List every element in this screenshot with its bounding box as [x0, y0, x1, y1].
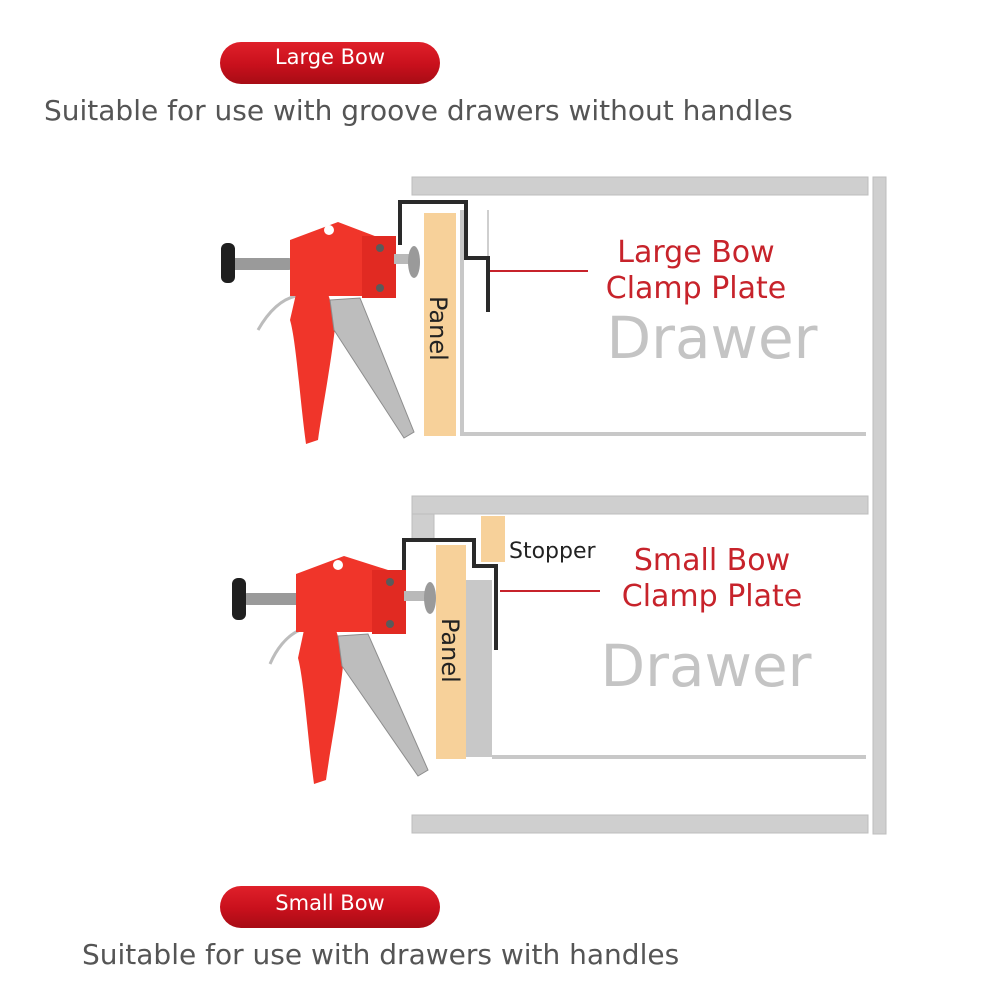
cabinet-bottom-shelf [411, 814, 869, 834]
large-bow-badge: Large Bow [220, 42, 440, 84]
lower-clamp-tool [232, 556, 436, 784]
lower-drawer-box [466, 580, 866, 759]
large-bow-callout-line1: Large Bow [617, 235, 774, 270]
stopper-block [481, 516, 505, 562]
small-bow-callout-line1: Small Bow [634, 543, 790, 578]
small-bow-clamp-plate [402, 538, 498, 650]
lower-panel [436, 545, 466, 759]
small-bow-badge: Small Bow [220, 886, 440, 928]
stopper-label: Stopper [509, 539, 597, 564]
upper-panel-label: Panel [424, 296, 452, 361]
cabinet-right-wall [872, 176, 887, 835]
upper-panel [424, 213, 456, 436]
upper-drawer-box [460, 210, 866, 436]
cabinet-frame [411, 176, 887, 835]
upper-drawer-label: Drawer [606, 304, 817, 372]
lower-drawer-label: Drawer [600, 632, 811, 700]
large-bow-caption: Suitable for use with groove drawers wit… [44, 94, 793, 127]
small-bow-callout-line2: Clamp Plate [622, 579, 803, 614]
upper-clamp-tool [221, 222, 420, 444]
large-bow-callout-line2: Clamp Plate [606, 271, 787, 306]
cabinet-middle-shelf [411, 495, 869, 515]
small-bow-caption: Suitable for use with drawers with handl… [82, 938, 680, 971]
large-bow-clamp-plate [398, 200, 490, 312]
lower-panel-label: Panel [436, 618, 464, 683]
cabinet-top-shelf [411, 176, 869, 196]
shelf-lip [411, 513, 435, 541]
